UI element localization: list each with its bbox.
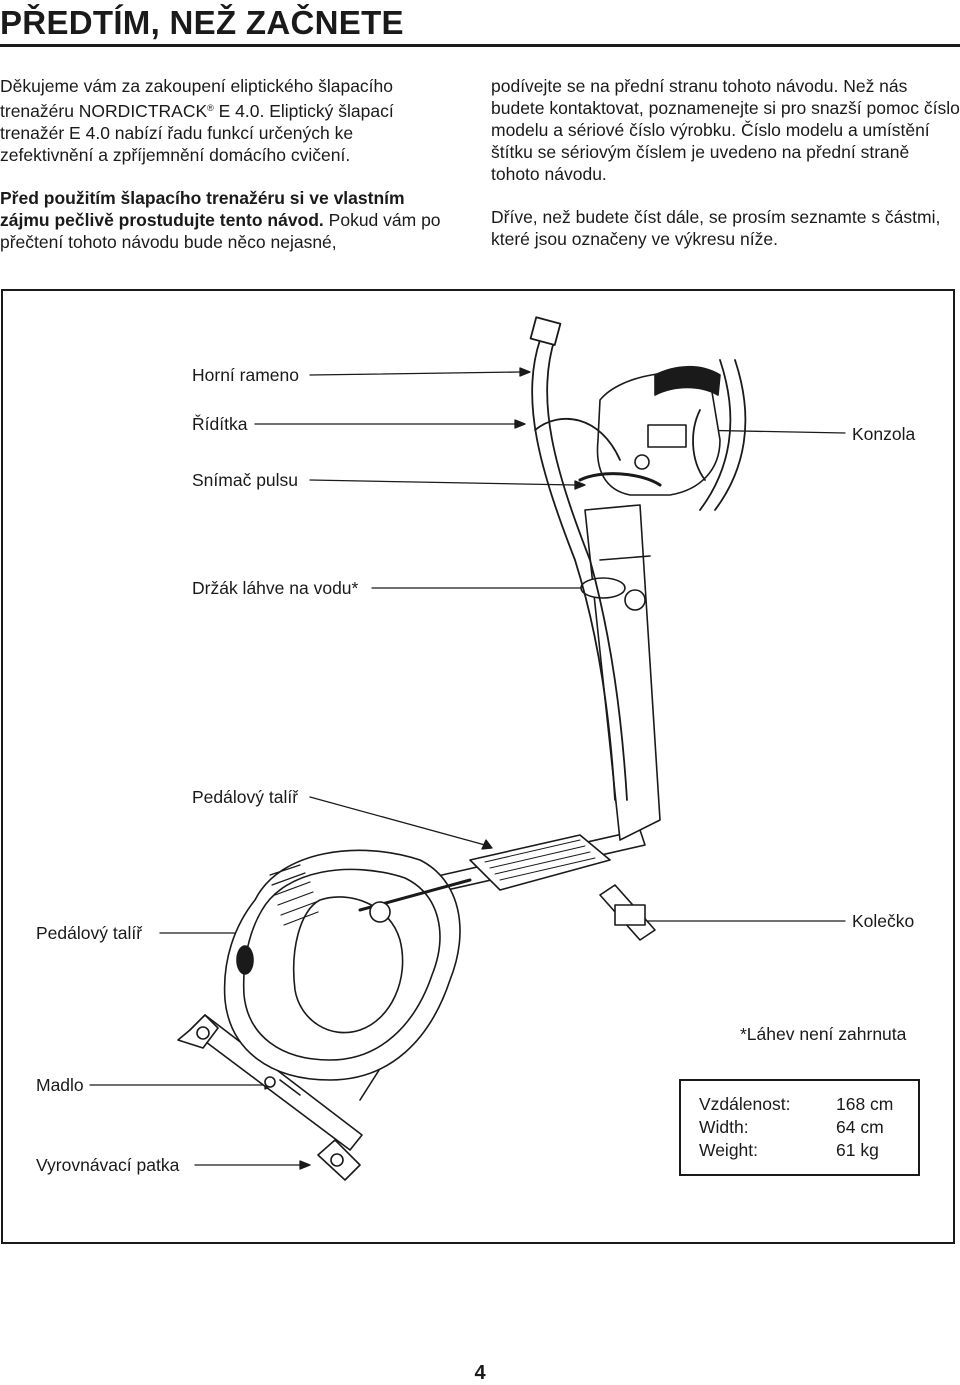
title-rule [0,44,960,47]
spec-box: Vzdálenost: 168 cm Width: 64 cm Weight: … [679,1079,920,1176]
label-pedal-plate-lower: Pedálový talíř [36,923,143,943]
intro-paragraph-4: Dříve, než budete číst dále, se prosím s… [491,207,941,249]
intro-p1-a: Děkujeme vám za zakoupení eliptického šl… [0,76,393,121]
flywheel-housing [223,849,461,1081]
label-wheel: Kolečko [852,911,915,931]
console-drawing [578,365,721,496]
intro-p2-rest: Pokud vám po přečtení tohoto návodu bude… [0,210,441,252]
intro-p2-bold: Před použitím šlapacího trenažéru si ve … [0,188,405,230]
spec-label-weight: Weight: [699,1140,759,1160]
label-handle: Madlo [36,1075,84,1095]
spec-label-width: Width: [699,1117,749,1137]
registered-mark: ® [207,103,214,113]
pedal-plate-drawing [358,834,611,923]
intro-left-column: Děkujeme vám za zakoupení eliptického šl… [0,75,450,274]
intro-paragraph-2: Před použitím šlapacího trenažéru si ve … [0,187,450,253]
upper-arms [529,316,747,801]
spec-value-distance: 168 cm [836,1094,894,1114]
spec-value-weight: 61 kg [836,1140,879,1160]
mast [580,504,661,841]
label-console: Konzola [852,424,916,444]
label-leveling-foot: Vyrovnávací patka [36,1155,180,1175]
label-upper-arm: Horní rameno [192,365,299,385]
label-handlebar: Řídítka [192,414,248,434]
label-pulse-sensor: Snímač pulsu [192,470,299,490]
page-number: 4 [474,1362,486,1384]
page-title: PŘEDTÍM, NEŽ ZAČNETE [0,4,404,41]
label-pedal-plate-upper: Pedálový talíř [192,787,299,807]
spec-label-distance: Vzdálenost: [699,1094,791,1114]
intro-paragraph-3: podívejte se na přední stranu tohoto náv… [491,76,960,184]
intro-right-column: podívejte se na přední stranu tohoto náv… [491,75,960,271]
label-bottle-note: *Láhev není zahrnuta [740,1024,907,1044]
diagram-frame [1,289,955,1244]
intro-paragraph-1: Děkujeme vám za zakoupení eliptického šl… [0,75,450,166]
intro-p1-b: E 4.0. Eliptický šlapací trenažér E 4.0 … [0,101,394,165]
spec-value-width: 64 cm [836,1117,884,1137]
label-bottle-holder: Držák láhve na vodu* [192,578,359,598]
